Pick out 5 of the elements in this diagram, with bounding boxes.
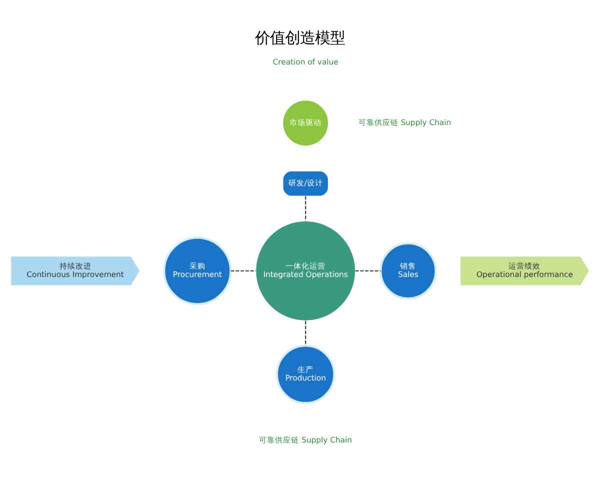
connector <box>305 196 306 221</box>
diagram-title: 价值创造模型 <box>255 28 345 46</box>
connector <box>230 270 256 271</box>
connector <box>305 320 306 345</box>
connector <box>355 270 380 271</box>
